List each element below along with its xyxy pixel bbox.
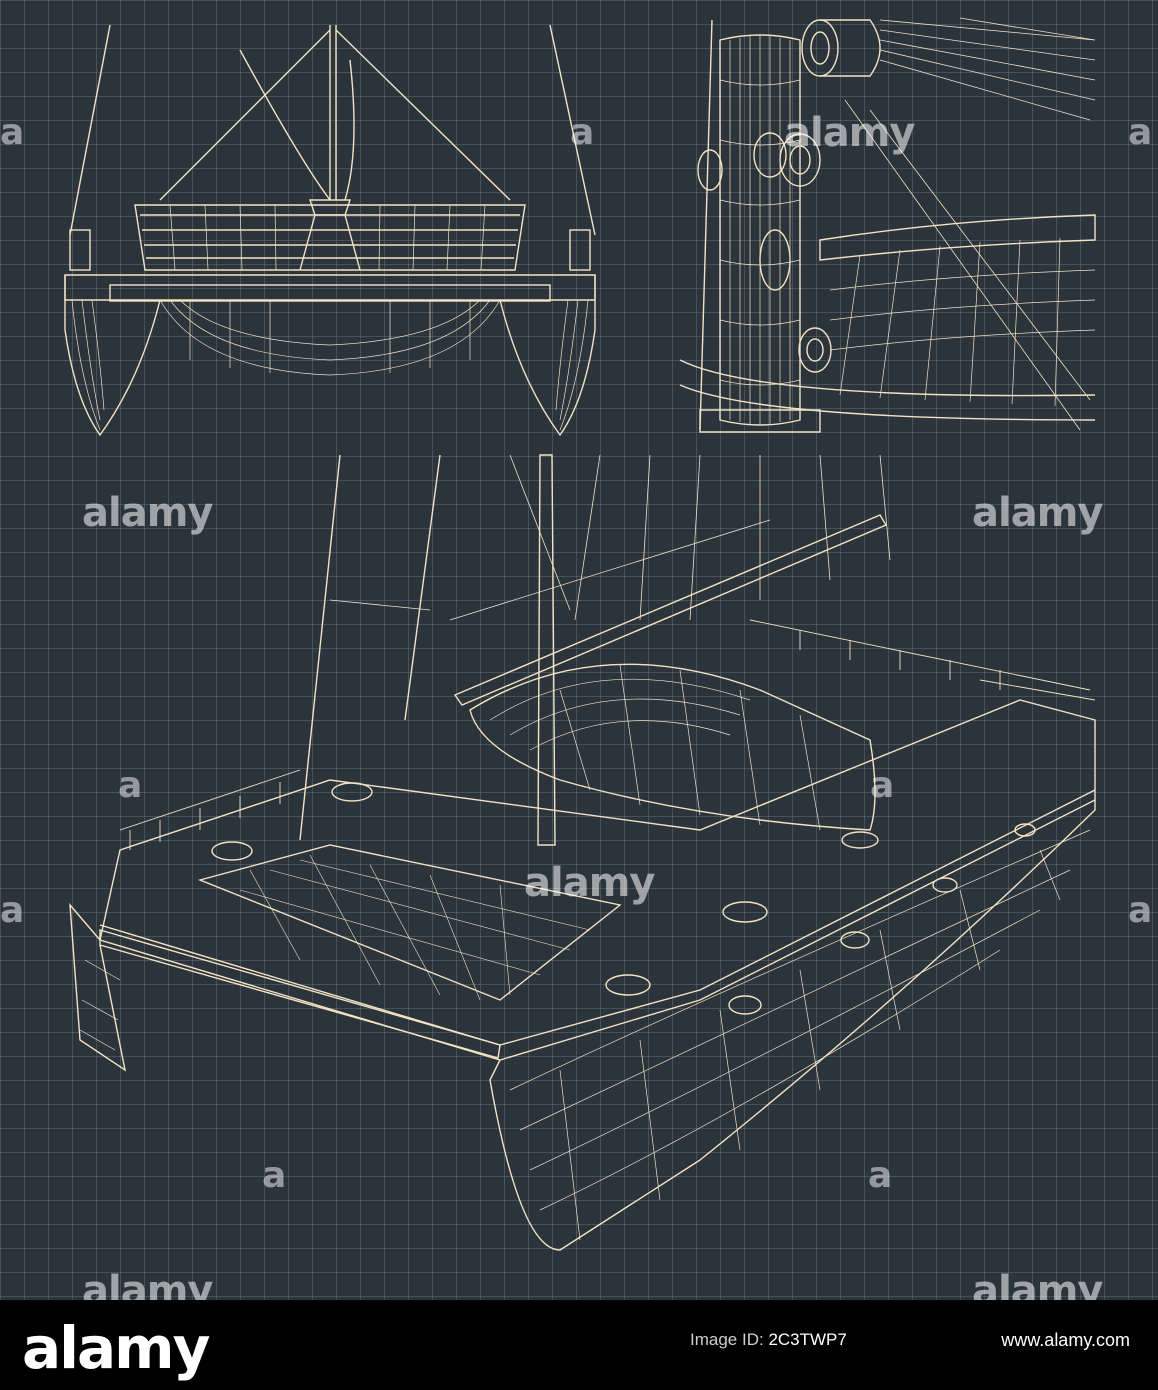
footer-bar: alamy Image ID: 2C3TWP7 www.alamy.com	[0, 1300, 1158, 1390]
watermark-mark: a	[868, 1155, 893, 1196]
watermark-mark: a	[570, 112, 595, 153]
watermark-mark: a	[0, 890, 25, 931]
alamy-logo: alamy	[22, 1314, 210, 1382]
watermark-mark: a	[262, 1155, 287, 1196]
watermark-mark: a	[870, 765, 895, 806]
watermark-mark: a	[0, 112, 25, 153]
watermark: alamy	[82, 1268, 213, 1300]
watermark-mark: a	[1128, 890, 1153, 931]
watermark: alamy	[784, 110, 915, 156]
perspective-view-panel	[69, 454, 1096, 1251]
blueprint-canvas: alamy alamy alamy alamy alamy alamy a a …	[0, 0, 1158, 1300]
image-id: Image ID: 2C3TWP7	[690, 1330, 847, 1350]
watermark-mark: a	[1128, 112, 1153, 153]
front-view-panel	[64, 24, 596, 437]
watermark: alamy	[524, 860, 655, 906]
catamaran-blueprint-drawing	[64, 17, 1096, 1251]
image-id-label: Image ID:	[690, 1330, 764, 1349]
watermark: alamy	[972, 1268, 1103, 1300]
watermark: alamy	[82, 490, 213, 536]
watermark: alamy	[972, 490, 1103, 536]
watermark-mark: a	[118, 765, 143, 806]
image-id-value: 2C3TWP7	[768, 1330, 847, 1349]
mast-detail-panel	[679, 17, 1096, 433]
site-url: www.alamy.com	[1001, 1330, 1130, 1350]
